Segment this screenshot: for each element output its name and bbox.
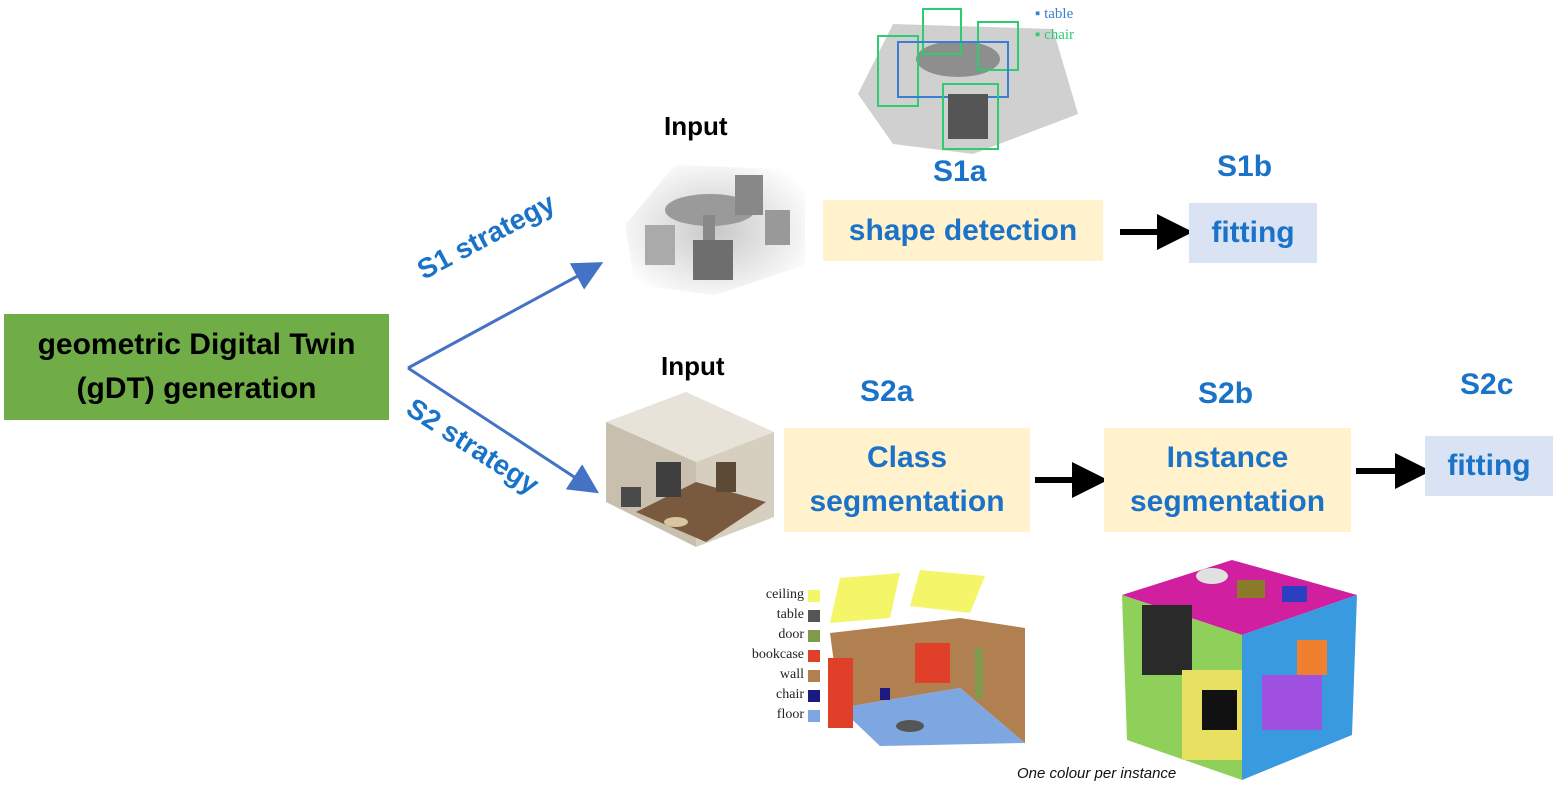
instance-segmentation-box: Instance segmentation <box>1104 428 1351 532</box>
legend-table-entry: ▪ table <box>1035 6 1073 23</box>
legend-table-text: table <box>1044 6 1074 22</box>
s2-input-label: Input <box>661 351 725 381</box>
legend-bookcase-swatch <box>808 650 820 662</box>
legend-chair-label: chair <box>776 687 804 702</box>
s2c-id: S2c <box>1460 368 1514 401</box>
s2-arrow <box>407 366 600 494</box>
legend-floor-label: floor <box>776 707 804 722</box>
legend-ceiling-swatch <box>808 590 820 602</box>
class-segmentation-box: Class segmentation <box>784 428 1030 532</box>
s1-detection-image <box>858 8 1078 154</box>
legend-door-label: door <box>778 627 804 642</box>
instance-caption: One colour per instance <box>1017 765 1177 782</box>
legend-bookcase-label: bookcase <box>751 647 804 662</box>
gdt-generation-box: geometric Digital Twin (gDT) generation <box>4 314 389 420</box>
legend-ceiling-label: ceiling <box>765 587 804 602</box>
instance-seg-line-1: Instance <box>1166 441 1289 474</box>
s1-input-pointcloud-image <box>625 165 805 295</box>
s1-fitting-text: fitting <box>1211 216 1295 249</box>
s1-fitting-box: fitting <box>1189 203 1317 263</box>
s1b-id: S1b <box>1217 150 1273 183</box>
s2-input-room-image <box>606 392 774 547</box>
root-line-1: geometric Digital Twin <box>37 328 356 361</box>
legend-chair-swatch <box>808 690 820 702</box>
legend-door-swatch <box>808 630 820 642</box>
legend-table-marker: ▪ <box>1035 6 1041 22</box>
legend-chair-text: chair <box>1044 27 1075 43</box>
instance-segmentation-image <box>1122 560 1357 780</box>
s2a-id: S2a <box>860 375 914 408</box>
legend-wall-label: wall <box>779 667 804 682</box>
class-seg-line-1: Class <box>866 441 948 474</box>
legend-table-swatch <box>808 610 820 622</box>
s2-fitting-box: fitting <box>1425 436 1553 496</box>
shape-detection-box: shape detection <box>823 200 1103 261</box>
legend-chair-entry: ▪ chair <box>1035 27 1074 44</box>
s2b-id: S2b <box>1198 377 1254 410</box>
s2-fitting-text: fitting <box>1447 449 1531 482</box>
legend-table-label: table <box>776 607 804 622</box>
class-segmentation-image <box>828 570 1025 746</box>
legend-floor-swatch <box>808 710 820 722</box>
root-line-2: (gDT) generation <box>76 372 317 405</box>
shape-detection-text: shape detection <box>848 213 1078 247</box>
s1-arrow <box>407 262 604 370</box>
legend-chair-marker: ▪ <box>1035 27 1041 43</box>
class-seg-line-2: segmentation <box>809 485 1005 518</box>
legend-wall-swatch <box>808 670 820 682</box>
s1a-id: S1a <box>933 155 987 188</box>
instance-seg-line-2: segmentation <box>1129 485 1326 518</box>
s1-input-label: Input <box>664 111 728 141</box>
